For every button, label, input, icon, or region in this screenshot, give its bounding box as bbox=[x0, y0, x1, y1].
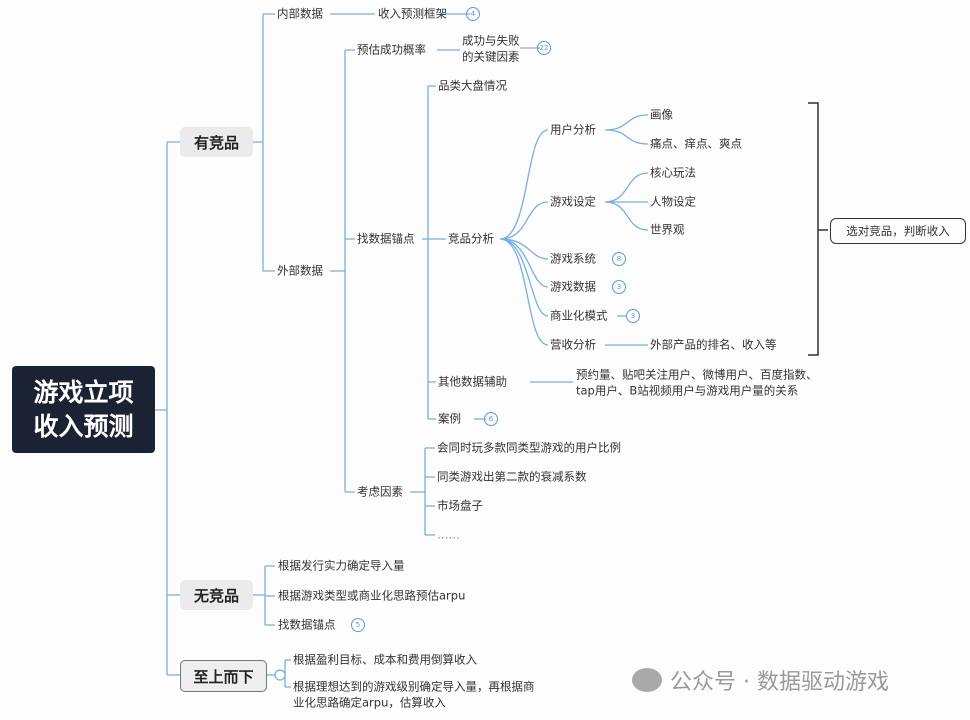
node-success-probability[interactable]: 预估成功概率 bbox=[357, 42, 426, 57]
node-find-anchor[interactable]: 找数据锚点 bbox=[357, 231, 415, 246]
node-no-competitor[interactable]: 无竞品 bbox=[180, 580, 253, 610]
node-user-analysis[interactable]: 用户分析 bbox=[550, 122, 596, 137]
node-top-down-item[interactable]: 根据理想达到的游戏级别确定导入量，再根据商 bbox=[293, 679, 535, 694]
node-no-comp-item[interactable]: 找数据锚点 bbox=[278, 617, 336, 632]
node-characters[interactable]: 人物设定 bbox=[650, 194, 696, 209]
node-external-ranking[interactable]: 外部产品的排名、收入等 bbox=[650, 337, 777, 352]
collapsed-count-badge[interactable]: 22 bbox=[537, 41, 551, 55]
node-persona[interactable]: 画像 bbox=[650, 107, 673, 122]
node-factor[interactable]: 同类游戏出第二款的衰减系数 bbox=[437, 469, 587, 484]
node-monetization[interactable]: 商业化模式 bbox=[550, 308, 608, 323]
node-no-comp-item[interactable]: 根据发行实力确定导入量 bbox=[278, 558, 405, 573]
node-key-factors-1[interactable]: 成功与失败 bbox=[462, 33, 520, 48]
node-factor[interactable]: 市场盘子 bbox=[437, 498, 483, 513]
node-other-data-detail-1[interactable]: 预约量、贴吧关注用户、微博用户、百度指数、 bbox=[576, 367, 818, 382]
node-other-data-detail-2: tap用户、B站视频用户与游戏用户量的关系 bbox=[576, 383, 799, 398]
node-top-down-item[interactable]: 根据盈利目标、成本和费用倒算收入 bbox=[293, 652, 477, 667]
node-game-design[interactable]: 游戏设定 bbox=[550, 194, 596, 209]
collapsed-count-badge[interactable]: 6 bbox=[484, 412, 498, 426]
node-competitor-analysis[interactable]: 竞品分析 bbox=[448, 231, 494, 246]
node-core-gameplay[interactable]: 核心玩法 bbox=[650, 165, 696, 180]
watermark-text: 公众号 · 数据驱动游戏 bbox=[670, 670, 889, 695]
collapsed-count-badge[interactable]: 8 bbox=[612, 252, 626, 266]
root-node[interactable]: 游戏立项收入预测 bbox=[12, 366, 155, 453]
collapsed-count-badge[interactable]: 5 bbox=[351, 618, 365, 632]
node-internal-data[interactable]: 内部数据 bbox=[277, 6, 323, 21]
collapsed-count-badge[interactable]: 3 bbox=[626, 309, 640, 323]
node-market[interactable]: 品类大盘情况 bbox=[438, 78, 507, 93]
wechat-icon bbox=[632, 668, 662, 692]
node-revenue-analysis[interactable]: 营收分析 bbox=[550, 337, 596, 352]
node-key-factors-2: 的关键因素 bbox=[462, 49, 520, 64]
watermark: 公众号 · 数据驱动游戏 bbox=[632, 664, 889, 696]
collapsed-count-badge[interactable]: 4 bbox=[466, 7, 480, 21]
node-factor-more[interactable]: …… bbox=[437, 527, 460, 542]
node-no-comp-item[interactable]: 根据游戏类型或商业化思路预估arpu bbox=[278, 588, 466, 603]
node-factors[interactable]: 考虑因素 bbox=[357, 484, 403, 499]
node-top-down-item-cont: 业化思路确定arpu，估算收入 bbox=[293, 695, 446, 710]
root-line2: 收入预测 bbox=[33, 411, 134, 441]
node-factor[interactable]: 会同时玩多款同类型游戏的用户比例 bbox=[437, 440, 621, 455]
node-has-competitor[interactable]: 有竞品 bbox=[180, 127, 253, 157]
root-line1: 游戏立项 bbox=[33, 377, 134, 407]
node-worldview[interactable]: 世界观 bbox=[650, 222, 685, 237]
node-revenue-framework[interactable]: 收入预测框架 bbox=[378, 6, 447, 21]
summary-node[interactable]: 选对竞品，判断收入 bbox=[830, 218, 966, 244]
node-game-data[interactable]: 游戏数据 bbox=[550, 279, 596, 294]
node-game-system[interactable]: 游戏系统 bbox=[550, 251, 596, 266]
node-cases[interactable]: 案例 bbox=[438, 411, 461, 426]
collapsed-count-badge[interactable]: 3 bbox=[612, 280, 626, 294]
node-pain-points[interactable]: 痛点、痒点、爽点 bbox=[650, 136, 742, 151]
node-external-data[interactable]: 外部数据 bbox=[277, 263, 323, 278]
node-other-data[interactable]: 其他数据辅助 bbox=[438, 374, 507, 389]
node-top-down[interactable]: 至上而下 bbox=[180, 660, 267, 692]
